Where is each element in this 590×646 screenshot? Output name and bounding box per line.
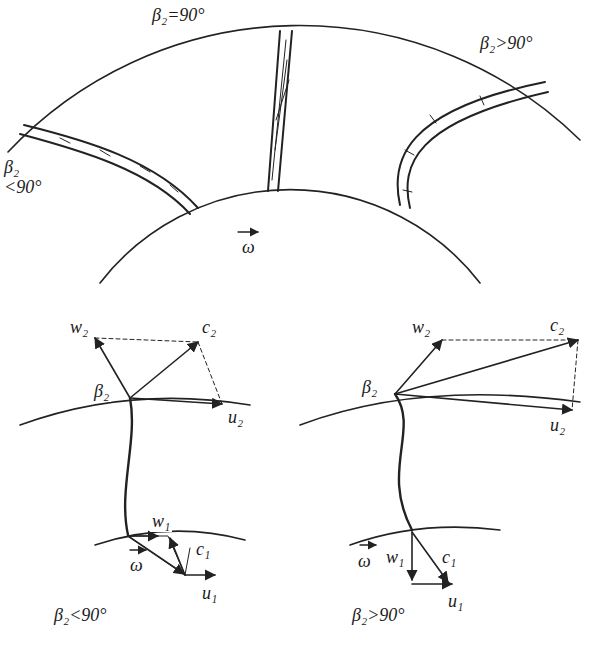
sketch-label: β₂<90° <box>52 606 109 626</box>
sketch-label: c₁ <box>194 540 212 560</box>
sketch-label: c₁ <box>440 548 458 568</box>
sketch-label: u₂ <box>548 416 567 436</box>
sketch-label: β₂>90° <box>478 34 535 54</box>
sketch-label: β₂ <90° <box>2 158 46 198</box>
sketch-label: c₂ <box>548 316 566 336</box>
sketch-label: ω <box>240 238 257 258</box>
sketch-label: w₂ <box>68 318 90 338</box>
sketch-label: u₁ <box>200 584 219 604</box>
sketch-label: u₂ <box>226 408 245 428</box>
sketch-label: β₂=90° <box>150 6 207 26</box>
sketch-label: ω <box>356 552 373 572</box>
sketch-label: β₂>90° <box>350 606 407 626</box>
sketch-label: ω <box>128 556 145 576</box>
sketch-label: w₂ <box>410 318 432 338</box>
sketch-label: w₁ <box>384 548 406 568</box>
sketch-label: β₂ <box>92 382 111 402</box>
sketch-label: w₁ <box>150 512 172 532</box>
sketch-label: c₂ <box>200 318 218 338</box>
sketch-label: u₁ <box>446 592 465 612</box>
sketch-label: β₂ <box>360 378 379 398</box>
